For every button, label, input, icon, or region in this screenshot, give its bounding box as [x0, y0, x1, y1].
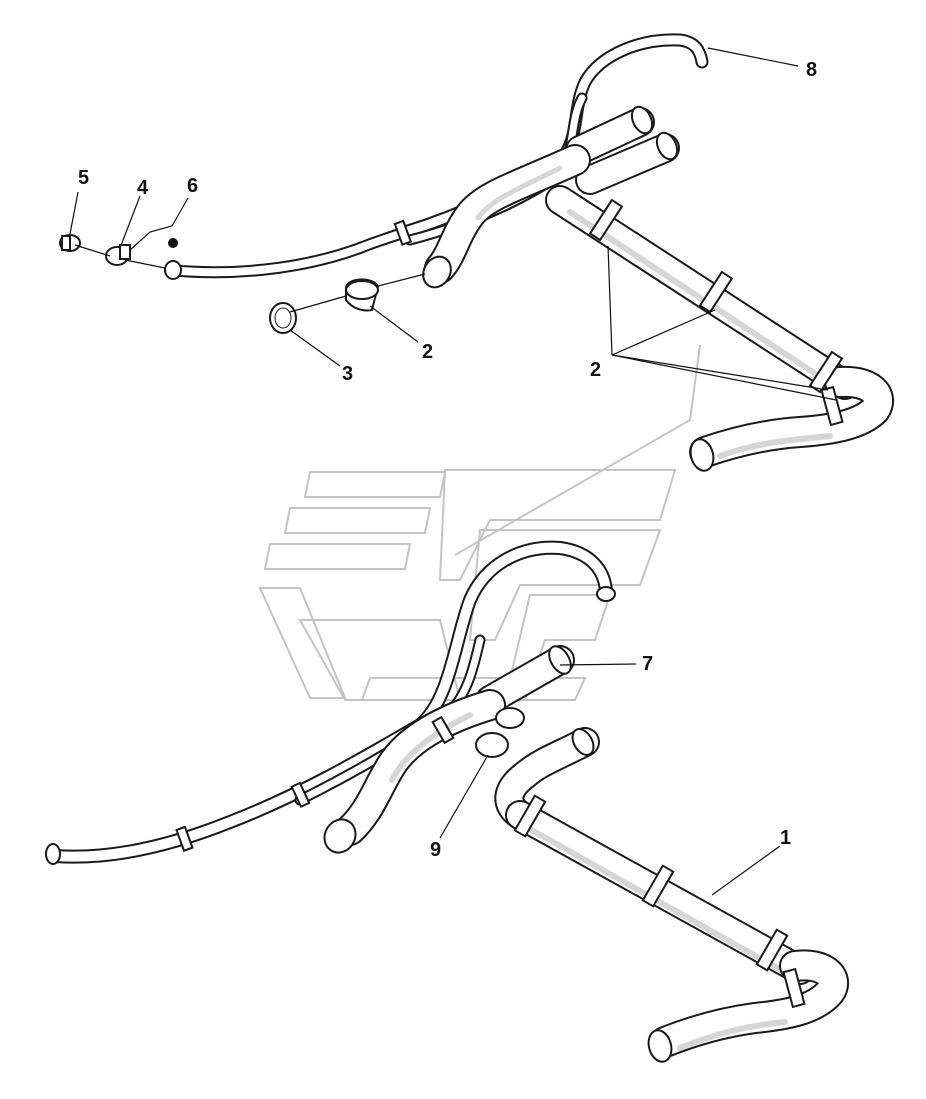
pipe-elbow	[689, 365, 894, 472]
upper-hose-assembly	[164, 33, 894, 472]
callout-8: 8	[806, 59, 817, 81]
callout-6: 6	[187, 175, 198, 197]
hose-end	[164, 260, 182, 280]
pipe-clamps	[588, 198, 844, 427]
pipe-part-1	[494, 727, 849, 1063]
loose-clamp-4	[105, 244, 131, 266]
callout-4: 4	[137, 177, 149, 199]
loose-clamp-2	[345, 278, 380, 312]
leader-lines	[69, 47, 837, 896]
assembly-guides-top	[74, 244, 426, 313]
plug-6	[168, 238, 178, 248]
loose-clamp-5	[59, 234, 81, 252]
callout-2-pipe: 2	[590, 359, 601, 381]
outlet-branches	[565, 105, 680, 195]
callout-9: 9	[430, 839, 441, 861]
elbow-hose	[422, 144, 591, 289]
small-hose-part	[164, 226, 411, 279]
lower-hose-end	[596, 586, 616, 602]
callout-1: 1	[780, 827, 791, 849]
callout-3: 3	[342, 363, 353, 385]
callout-2-top: 2	[422, 341, 433, 363]
callout-5: 5	[78, 167, 89, 189]
lower-hose-left-end	[45, 843, 61, 865]
lower-outlet-7	[475, 645, 575, 715]
lower-clamp-9	[475, 707, 525, 758]
lower-hose-clips	[175, 715, 455, 852]
hose-clip	[393, 219, 413, 246]
lower-elbow-hose	[323, 689, 506, 854]
callout-labels: 8 5 4 6 2 3 2 7 9 1	[78, 59, 817, 861]
lower-hose-assembly	[45, 540, 849, 1063]
callout-7: 7	[642, 653, 653, 675]
